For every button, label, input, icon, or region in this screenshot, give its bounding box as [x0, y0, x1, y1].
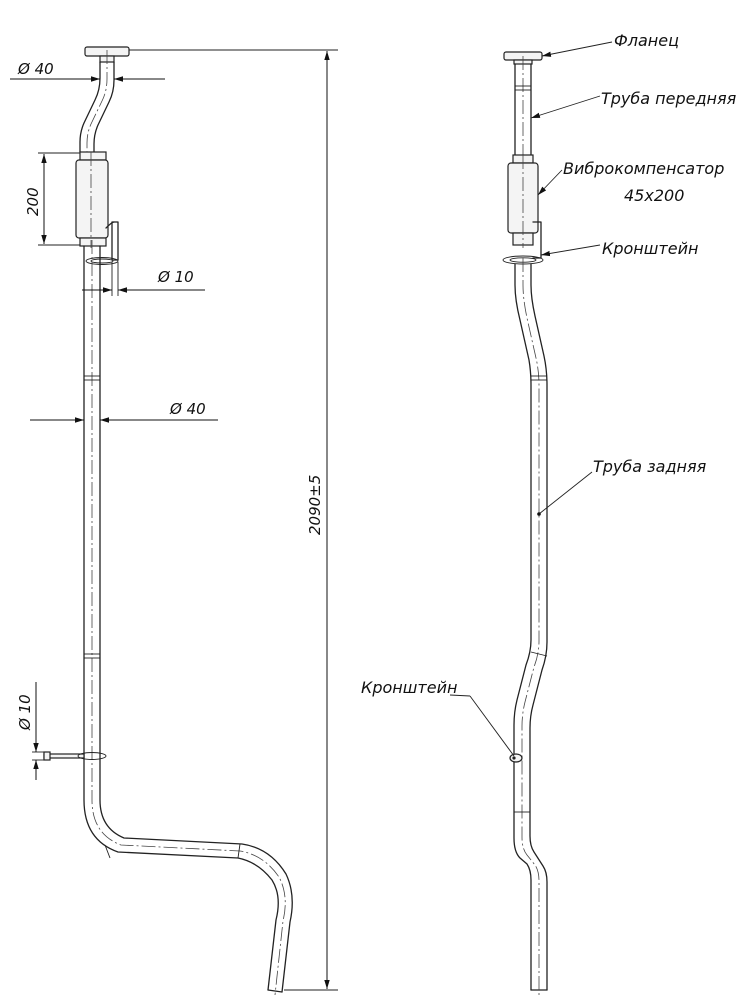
- callout-front-pipe: Труба передняя: [530, 89, 737, 119]
- dim-flange-diameter-text: Ø 40: [17, 60, 54, 78]
- callout-flange-text: Фланец: [614, 31, 679, 50]
- callout-bracket-bottom-text: Кронштейн: [361, 678, 457, 697]
- rear-pipe-right: [513, 258, 548, 995]
- dim-bracket-rod-bottom: Ø 10: [16, 682, 46, 780]
- dim-compensator-length-text: 200: [24, 187, 42, 216]
- front-pipe-left: [79, 50, 115, 158]
- dim-bracket-rod-bottom-text: Ø 10: [16, 694, 34, 731]
- callout-compensator-line2: 45х200: [624, 186, 684, 205]
- right-view: Фланец Труба передняя Виброкомпенсатор 4…: [361, 31, 737, 995]
- left-view: Ø 40 200 Ø 10 Ø 40: [10, 46, 338, 996]
- rear-pipe-left: [83, 240, 293, 996]
- dim-pipe-diameter: Ø 40: [30, 400, 218, 423]
- dim-pipe-diameter-text: Ø 40: [169, 400, 206, 418]
- compensator-left: [75, 151, 109, 248]
- callout-front-pipe-text: Труба передняя: [601, 89, 737, 108]
- callout-compensator: Виброкомпенсатор 45х200: [537, 159, 724, 205]
- callout-bracket-top-text: Кронштейн: [602, 239, 698, 258]
- dim-bracket-rod-top: Ø 10: [82, 262, 205, 296]
- callout-rear-pipe: Труба задняя: [537, 457, 707, 516]
- dim-compensator-length: 200: [24, 152, 80, 246]
- front-pipe-right: [514, 56, 532, 160]
- callout-bracket-bottom: Кронштейн: [361, 678, 515, 757]
- bracket-bottom-right: [509, 753, 523, 763]
- dim-bracket-rod-top-text: Ø 10: [157, 268, 194, 286]
- bracket-top-left: [85, 221, 119, 265]
- dim-flange-diameter: Ø 40: [10, 60, 165, 82]
- callout-flange: Фланец: [541, 31, 679, 57]
- callout-bracket-top: Кронштейн: [540, 239, 698, 258]
- callout-rear-pipe-text: Труба задняя: [593, 457, 707, 476]
- compensator-right: [507, 154, 539, 248]
- dim-overall-length: 2090±5: [129, 49, 338, 991]
- dim-overall-length-text: 2090±5: [306, 475, 324, 535]
- callout-compensator-line1: Виброкомпенсатор: [563, 159, 724, 178]
- bracket-bottom-left: [43, 751, 107, 761]
